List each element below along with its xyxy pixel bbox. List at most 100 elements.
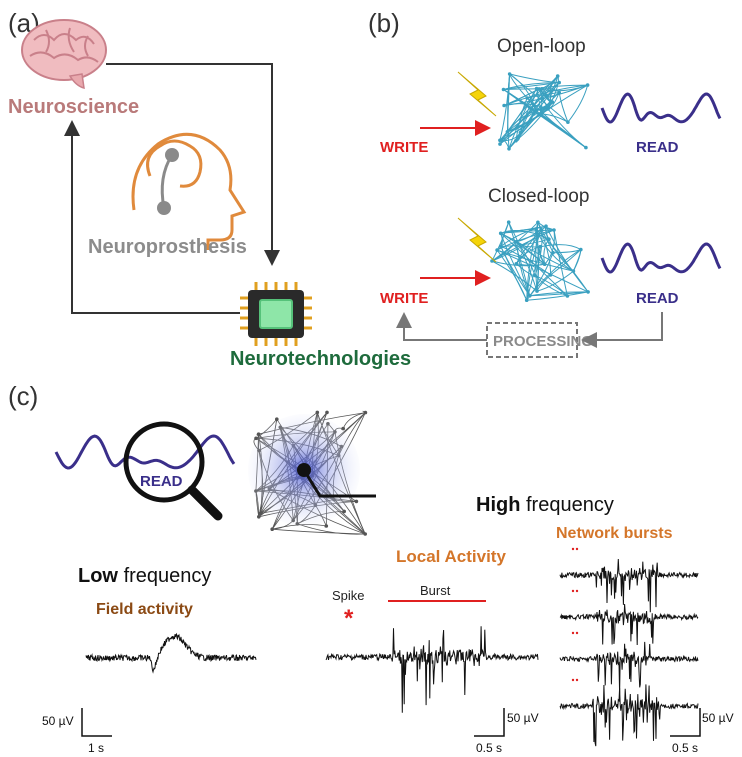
electrode-network-icon (248, 410, 376, 536)
neuron-soma (505, 130, 510, 134)
brain-icon (21, 19, 107, 89)
burst-label: Burst (420, 583, 451, 598)
local-activity-title: Local Activity (396, 547, 506, 566)
neurite (526, 97, 587, 149)
neurite (540, 244, 582, 251)
neurite (553, 229, 568, 297)
neurite (558, 92, 569, 123)
neurite (509, 73, 560, 84)
network-burst-trace (559, 603, 699, 646)
neurite (508, 221, 538, 292)
neuron-soma (498, 142, 502, 146)
neuron-soma (514, 138, 518, 143)
closed-loop-read-wave (600, 242, 722, 274)
neuron-soma (586, 290, 590, 294)
signal-wave (54, 434, 236, 470)
neurite (503, 89, 535, 115)
panel-c-label: (c) (8, 381, 38, 411)
neuron-soma (315, 410, 320, 415)
neurite (536, 270, 574, 292)
network-scale-bar (670, 708, 701, 737)
spike-label: Spike (332, 588, 365, 603)
neuron-soma (256, 432, 261, 437)
local-activity-trace (325, 626, 539, 713)
neurite (499, 84, 588, 145)
processing-label: PROCESSING (493, 333, 593, 350)
neurite (515, 97, 528, 141)
network-burst-trace (559, 641, 699, 694)
neuron-soma (536, 220, 540, 225)
neurite (496, 249, 589, 293)
neuron-soma (507, 147, 511, 151)
field-scale-y-label: 50 µV (42, 714, 74, 728)
field-scale-x-label: 1 s (88, 741, 104, 755)
neurite (342, 412, 366, 429)
open-loop-write-label: WRITE (380, 139, 428, 156)
neurite (509, 73, 528, 99)
neuron-soma (270, 527, 275, 531)
network-burst-trace (559, 684, 699, 747)
low-frequency-heading: Low frequency (78, 565, 211, 587)
neurite (491, 221, 539, 262)
processing-to-write-arrow (396, 312, 487, 341)
spike-marker: * (344, 605, 354, 632)
neurite (547, 108, 587, 149)
magnifier-icon (123, 421, 223, 521)
neurotechnologies-label: Neurotechnologies (230, 348, 411, 370)
processing-box (486, 322, 578, 358)
field-activity-title: Field activity (96, 601, 193, 618)
network-burst-markers (571, 547, 579, 682)
network-burst-trace (559, 558, 699, 613)
neuron-soma (506, 220, 511, 224)
open-loop-read-wave (600, 92, 722, 124)
lightning-bolt-icon (457, 71, 497, 117)
neurite (509, 73, 569, 123)
head-icon (131, 132, 247, 250)
neurite (526, 249, 582, 301)
read-to-processing-arrow (581, 312, 663, 348)
neuroprosthesis-label: Neuroprosthesis (88, 236, 247, 258)
lightning-bolt-icon (457, 217, 497, 263)
local-scale-bar (474, 708, 505, 737)
magnifier-read-label: READ (140, 473, 183, 490)
network-scale-x-label: 0.5 s (672, 741, 698, 755)
chip-icon (240, 282, 312, 346)
neuron-network-icon (498, 72, 590, 151)
neurite (499, 101, 553, 141)
neurite (506, 73, 511, 132)
neuron-soma (550, 100, 555, 104)
high-frequency-heading: High frequency (476, 494, 614, 516)
neurite (533, 113, 569, 123)
neuron-soma (552, 228, 556, 232)
neurite (534, 275, 568, 297)
neuron-soma (533, 273, 537, 278)
panel-b-label: (b) (368, 8, 400, 38)
neurite (536, 274, 551, 292)
neurite (529, 291, 589, 297)
neurite (500, 222, 510, 247)
neurite (500, 246, 531, 297)
arrow-neurotech-to-neuroscience (64, 120, 240, 314)
neurite (500, 225, 547, 247)
field-scale-bar (81, 708, 112, 737)
neurite (535, 228, 589, 293)
open-loop-read-label: READ (636, 139, 679, 156)
neurite (491, 229, 555, 262)
closed-loop-write-label: WRITE (380, 290, 428, 307)
arrow-neuroscience-to-neurotech (106, 63, 280, 266)
neuron-soma (566, 120, 570, 124)
neurite (272, 528, 366, 535)
field-activity-trace (85, 632, 257, 674)
neuron-network-icon (490, 220, 590, 303)
closed-loop-title: Closed-loop (488, 186, 589, 207)
local-scale-y-label: 50 µV (507, 711, 539, 725)
neurite (500, 245, 551, 276)
closed-loop-read-label: READ (636, 290, 679, 307)
network-bursts-title: Network bursts (556, 525, 673, 542)
neurite (508, 222, 531, 296)
neurite (546, 75, 559, 97)
neuron-soma (547, 237, 551, 241)
neuroscience-label: Neuroscience (8, 96, 139, 118)
neurite (508, 82, 560, 150)
